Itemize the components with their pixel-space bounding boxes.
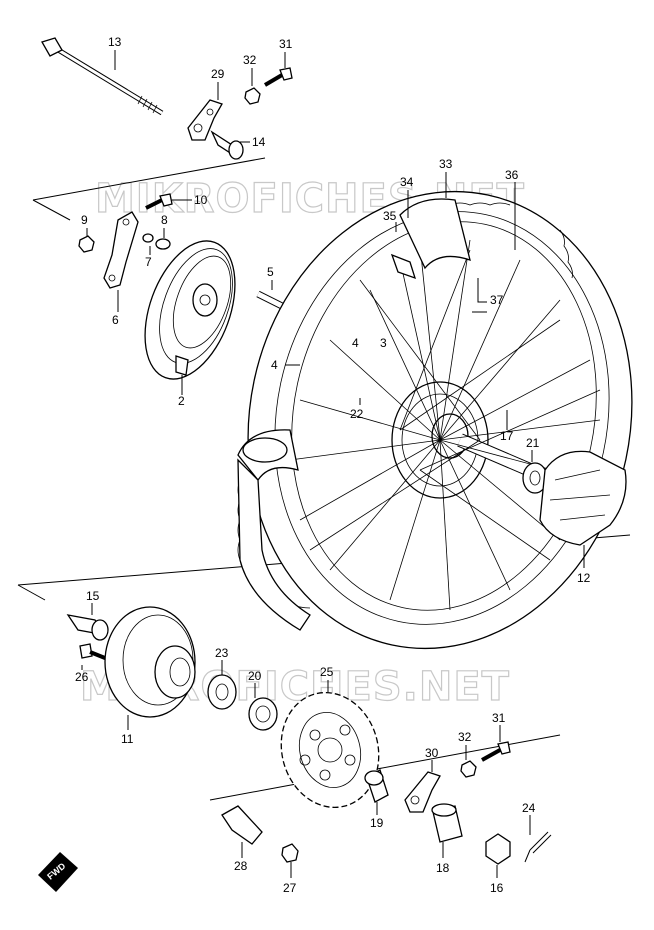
- label-32-bottom: 32: [458, 730, 472, 744]
- label-31-bottom: 31: [492, 711, 506, 725]
- chain-adjuster-bottom: [404, 771, 441, 813]
- oil-seal-20: [248, 697, 278, 731]
- label-13: 13: [108, 35, 122, 49]
- label-4-upper: 4: [352, 336, 359, 350]
- castle-nut: [485, 833, 511, 865]
- label-6: 6: [112, 313, 119, 327]
- label-2: 2: [178, 394, 185, 408]
- label-24: 24: [522, 801, 536, 815]
- tube-and-rimband: [390, 198, 471, 280]
- label-29: 29: [211, 67, 225, 81]
- label-32-top: 32: [243, 53, 257, 67]
- part-labels: 13 29 32 31 14 10 9 8 7 6 2 5 4 3 4 22 3…: [75, 35, 591, 895]
- label-16: 16: [490, 881, 504, 895]
- brake-panel: [144, 240, 236, 380]
- label-30: 30: [425, 746, 439, 760]
- label-12: 12: [577, 571, 591, 585]
- label-3: 3: [380, 336, 387, 350]
- label-22: 22: [350, 407, 364, 421]
- spacer-19: [364, 769, 389, 803]
- bearing-21: [522, 462, 548, 494]
- label-10: 10: [194, 193, 208, 207]
- label-21: 21: [526, 436, 540, 450]
- rear-sprocket: [280, 691, 380, 809]
- collar-15: [66, 614, 109, 641]
- label-8: 8: [161, 213, 168, 227]
- fwd-arrow-icon: FWD: [38, 852, 78, 892]
- label-31-top: 31: [279, 37, 293, 51]
- label-11: 11: [121, 732, 134, 746]
- lock-plate: [221, 805, 263, 845]
- label-37: 37: [490, 293, 504, 307]
- label-25: 25: [320, 665, 334, 679]
- cotter-pin: [524, 831, 552, 863]
- label-19: 19: [370, 816, 384, 830]
- separator-line-top: [32, 157, 266, 201]
- label-36: 36: [505, 168, 519, 182]
- sprocket-drum: [104, 606, 196, 718]
- bearing-23: [207, 674, 237, 710]
- brake-cam: [256, 290, 286, 311]
- spacer-14: [210, 130, 244, 160]
- bolt-31-top: [263, 67, 293, 87]
- chain-adjuster-top: [187, 99, 223, 141]
- label-33: 33: [439, 157, 453, 171]
- nut-32-bottom: [460, 760, 477, 778]
- label-35: 35: [383, 209, 397, 223]
- label-26: 26: [75, 670, 89, 684]
- label-20: 20: [248, 669, 262, 683]
- label-17: 17: [500, 429, 514, 443]
- tire-section: [237, 429, 311, 631]
- label-7: 7: [145, 255, 152, 269]
- label-23: 23: [215, 646, 229, 660]
- washer-7: [142, 233, 154, 243]
- label-27: 27: [283, 881, 297, 895]
- wheel-damper: [539, 450, 627, 546]
- bolt-10: [145, 193, 173, 210]
- bolt-31-bottom: [481, 741, 511, 762]
- leader-lines: [81, 50, 585, 878]
- washer-8: [155, 238, 171, 250]
- label-18: 18: [436, 861, 450, 875]
- label-5: 5: [267, 265, 274, 279]
- label-4-lower: 4: [271, 358, 278, 372]
- nut-32-top: [244, 87, 261, 105]
- label-14: 14: [252, 135, 266, 149]
- nut-9: [78, 235, 95, 253]
- nut-27: [281, 843, 299, 863]
- cap-18: [431, 803, 463, 843]
- label-15: 15: [86, 589, 100, 603]
- label-34: 34: [400, 175, 414, 189]
- axle-bolt: [41, 37, 164, 116]
- label-28: 28: [234, 859, 248, 873]
- torque-arm: [103, 211, 139, 289]
- label-9: 9: [81, 213, 88, 227]
